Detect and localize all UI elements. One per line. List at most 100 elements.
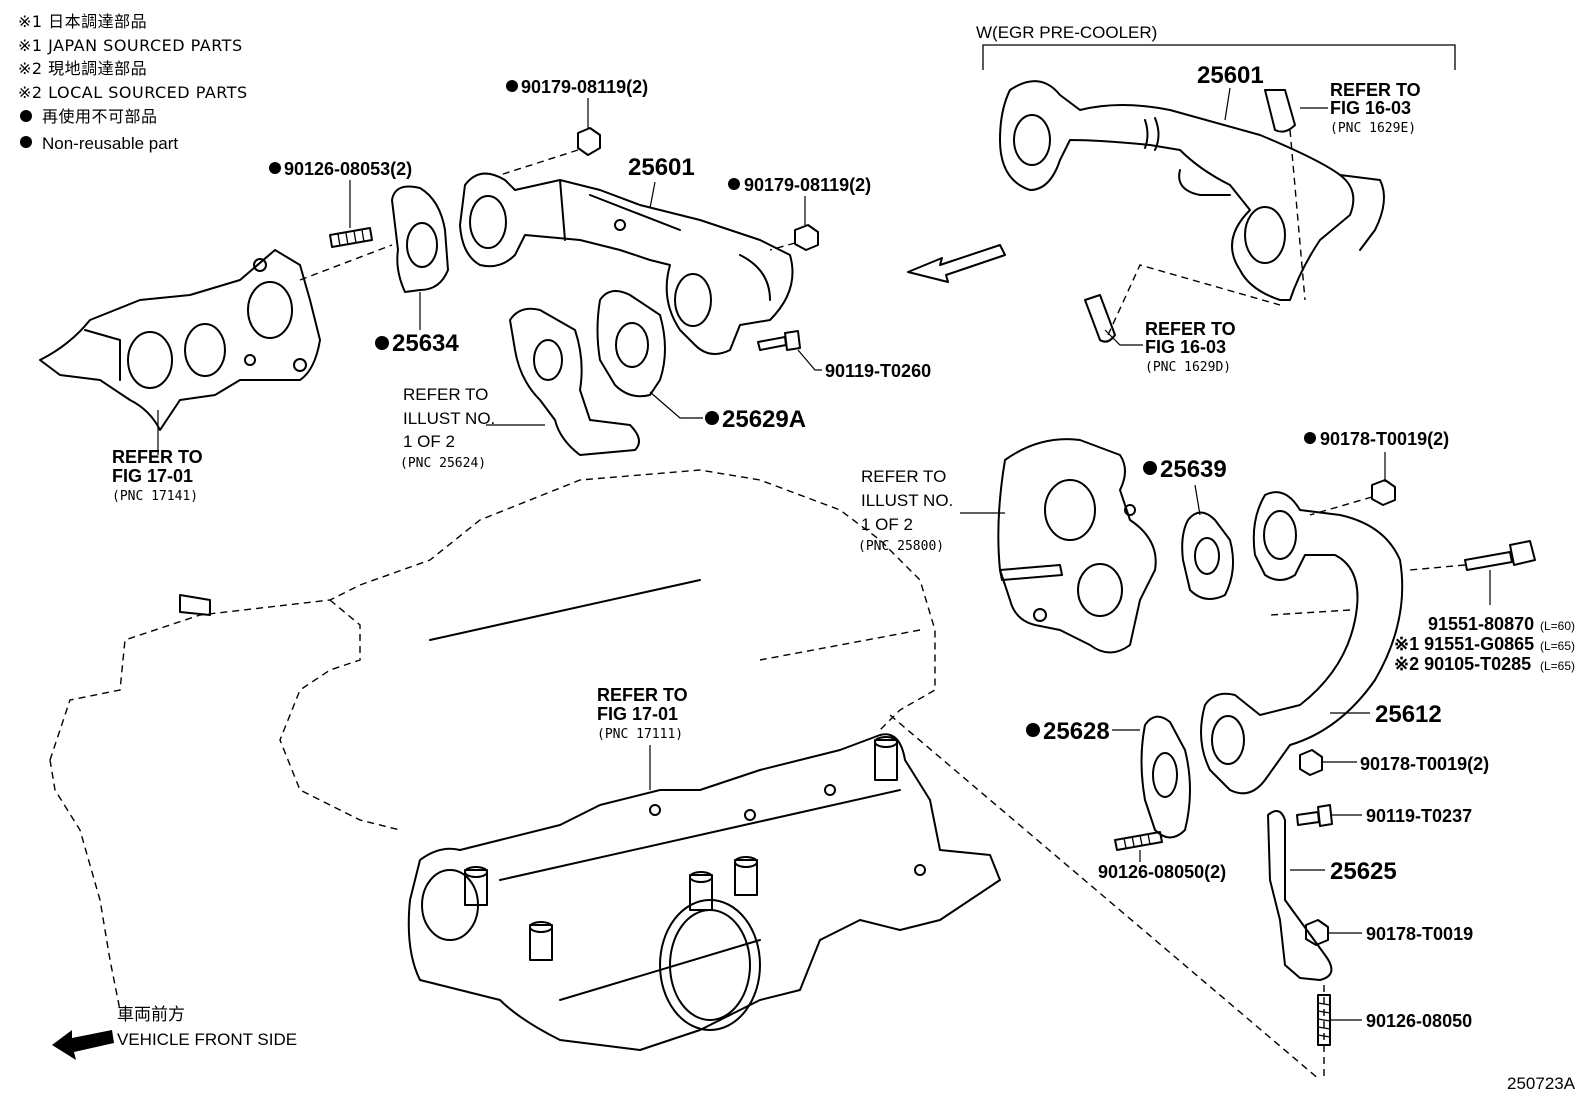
front-arrow-icon xyxy=(52,1030,114,1060)
reference-17141: REFER TO FIG 17-01 (PNC 17141) xyxy=(112,410,203,504)
part-number-25634: 25634 xyxy=(392,330,459,357)
illustration-number: 250723A xyxy=(1507,1074,1576,1093)
egr-pipe-25601-illustration xyxy=(459,172,794,355)
non-reusable-bullet-icon xyxy=(375,336,389,350)
egr-precooler-label: W(EGR PRE-COOLER) xyxy=(976,23,1157,42)
non-reusable-bullet-icon xyxy=(1143,461,1157,475)
vehicle-front-en: VEHICLE FRONT SIDE xyxy=(117,1030,297,1049)
alignment-line xyxy=(889,714,1321,1081)
egr-pipe-upper-illustration xyxy=(999,80,1385,343)
part-number-25612: 25612 xyxy=(1375,701,1442,728)
part-number-90178-t0019-2b: 90178-T0019(2) xyxy=(1360,754,1489,774)
reference-text: 1 OF 2 xyxy=(403,432,455,451)
non-reusable-bullet-icon xyxy=(705,411,719,425)
legend: ※1 日本調達部品 ※1 JAPAN SOURCED PARTS ※2 現地調達… xyxy=(18,12,248,153)
legend-line-2: ※1 JAPAN SOURCED PARTS xyxy=(18,36,243,55)
leader-line xyxy=(649,181,656,209)
reference-text: FIG 17-01 xyxy=(597,704,678,724)
part-number-91551-80870: 91551-80870 xyxy=(1428,614,1534,634)
nut-icon xyxy=(1371,479,1396,506)
egr-precooler-bracket xyxy=(982,44,1456,70)
bolt-icon xyxy=(1296,804,1333,827)
part-number-25628: 25628 xyxy=(1043,718,1110,745)
legend-line-3: ※2 現地調達部品 xyxy=(18,59,147,78)
reference-text: (PNC 1629D) xyxy=(1145,360,1231,375)
reference-25800: REFER TO ILLUST NO. 1 OF 2 (PNC 25800) xyxy=(858,467,1005,554)
bracket-25624-illustration xyxy=(509,307,640,456)
non-reusable-bullet-icon xyxy=(20,110,32,122)
egr-precooler-group: W(EGR PRE-COOLER) xyxy=(976,23,1456,70)
reference-text: REFER TO xyxy=(403,385,488,404)
leader-line xyxy=(1104,329,1143,346)
length-note: (L=60) xyxy=(1540,619,1575,633)
reference-text: ILLUST NO. xyxy=(403,409,495,428)
exhaust-manifold-illustration xyxy=(39,249,321,431)
non-reusable-bullet-icon xyxy=(1304,432,1316,444)
reference-text: (PNC 1629E) xyxy=(1330,121,1416,136)
vehicle-front-jp: 車両前方 xyxy=(117,1005,185,1024)
nut-icon xyxy=(794,224,819,251)
part-number-25639: 25639 xyxy=(1160,456,1227,483)
non-reusable-bullet-icon xyxy=(1026,723,1040,737)
part-number-25601: 25601 xyxy=(628,154,695,181)
engine-block-outline xyxy=(49,469,936,1011)
reference-text: REFER TO xyxy=(1145,319,1236,339)
reference-text: REFER TO xyxy=(1330,80,1421,100)
gasket-25639-icon xyxy=(1181,511,1235,600)
reference-text: (PNC 17111) xyxy=(597,727,683,742)
reference-text: FIG 17-01 xyxy=(112,466,193,486)
nut-icon xyxy=(1299,749,1323,776)
part-number-90126-08050-2: 90126-08050(2) xyxy=(1098,862,1226,882)
bolt-icon xyxy=(1464,540,1536,571)
reference-text: ILLUST NO. xyxy=(861,491,953,510)
part-number-90179-08119-b: 90179-08119(2) xyxy=(744,175,871,195)
leader-line xyxy=(1224,87,1231,121)
reference-17111: REFER TO FIG 17-01 (PNC 17111) xyxy=(597,685,688,790)
reference-text: REFER TO xyxy=(112,447,203,467)
non-reusable-bullet-icon xyxy=(269,162,281,174)
non-reusable-bullet-icon xyxy=(20,136,32,148)
stud-icon xyxy=(1114,831,1163,851)
egr-valve-illustration xyxy=(997,438,1157,654)
part-number-90126-08050: 90126-08050 xyxy=(1366,1011,1472,1031)
stud-icon xyxy=(1317,994,1331,1046)
part-number-90178-t0019: 90178-T0019 xyxy=(1366,924,1473,944)
nut-icon xyxy=(577,127,601,156)
leader-line xyxy=(797,349,822,371)
legend-line-6: Non-reusable part xyxy=(42,134,178,153)
length-note: (L=65) xyxy=(1540,639,1575,653)
stud-icon xyxy=(329,227,373,248)
length-note: (L=65) xyxy=(1540,659,1575,673)
vehicle-front-indicator: 車両前方 VEHICLE FRONT SIDE xyxy=(52,1005,297,1060)
legend-line-5: 再使用不可部品 xyxy=(42,107,158,126)
part-number-25601-top: 25601 xyxy=(1197,62,1264,89)
direction-arrow-icon xyxy=(907,244,1006,283)
reference-1629d: REFER TO FIG 16-03 (PNC 1629D) xyxy=(1104,319,1236,375)
part-number-90178-t0019-2a: 90178-T0019(2) xyxy=(1320,429,1449,449)
legend-line-1: ※1 日本調達部品 xyxy=(18,12,147,31)
bracket-25625-icon xyxy=(1267,810,1333,981)
non-reusable-bullet-icon xyxy=(728,178,740,190)
gasket-25628-icon xyxy=(1140,715,1191,839)
legend-line-4: ※2 LOCAL SOURCED PARTS xyxy=(18,83,248,102)
part-number-90105-t0285: ※2 90105-T0285 xyxy=(1394,654,1531,674)
intake-manifold-illustration xyxy=(407,733,1001,1051)
part-number-25625: 25625 xyxy=(1330,858,1397,885)
egr-pipe-25612-illustration xyxy=(1200,491,1404,795)
reference-text: FIG 16-03 xyxy=(1330,98,1411,118)
gasket-25634-icon xyxy=(391,185,449,293)
gasket-25629a-icon xyxy=(596,290,666,398)
part-number-90119-t0260: 90119-T0260 xyxy=(825,361,931,381)
part-number-90126-08053: 90126-08053(2) xyxy=(284,159,412,179)
reference-text: REFER TO xyxy=(861,467,946,486)
leader-line xyxy=(1194,484,1201,516)
reference-text: (PNC 25624) xyxy=(400,456,486,471)
part-number-91551-g0865: ※1 91551-G0865 xyxy=(1394,634,1534,654)
reference-text: (PNC 17141) xyxy=(112,489,198,504)
bolt-icon xyxy=(757,330,801,351)
reference-text: (PNC 25800) xyxy=(858,539,944,554)
reference-text: FIG 16-03 xyxy=(1145,337,1226,357)
leader-line xyxy=(649,391,703,419)
non-reusable-bullet-icon xyxy=(506,80,518,92)
